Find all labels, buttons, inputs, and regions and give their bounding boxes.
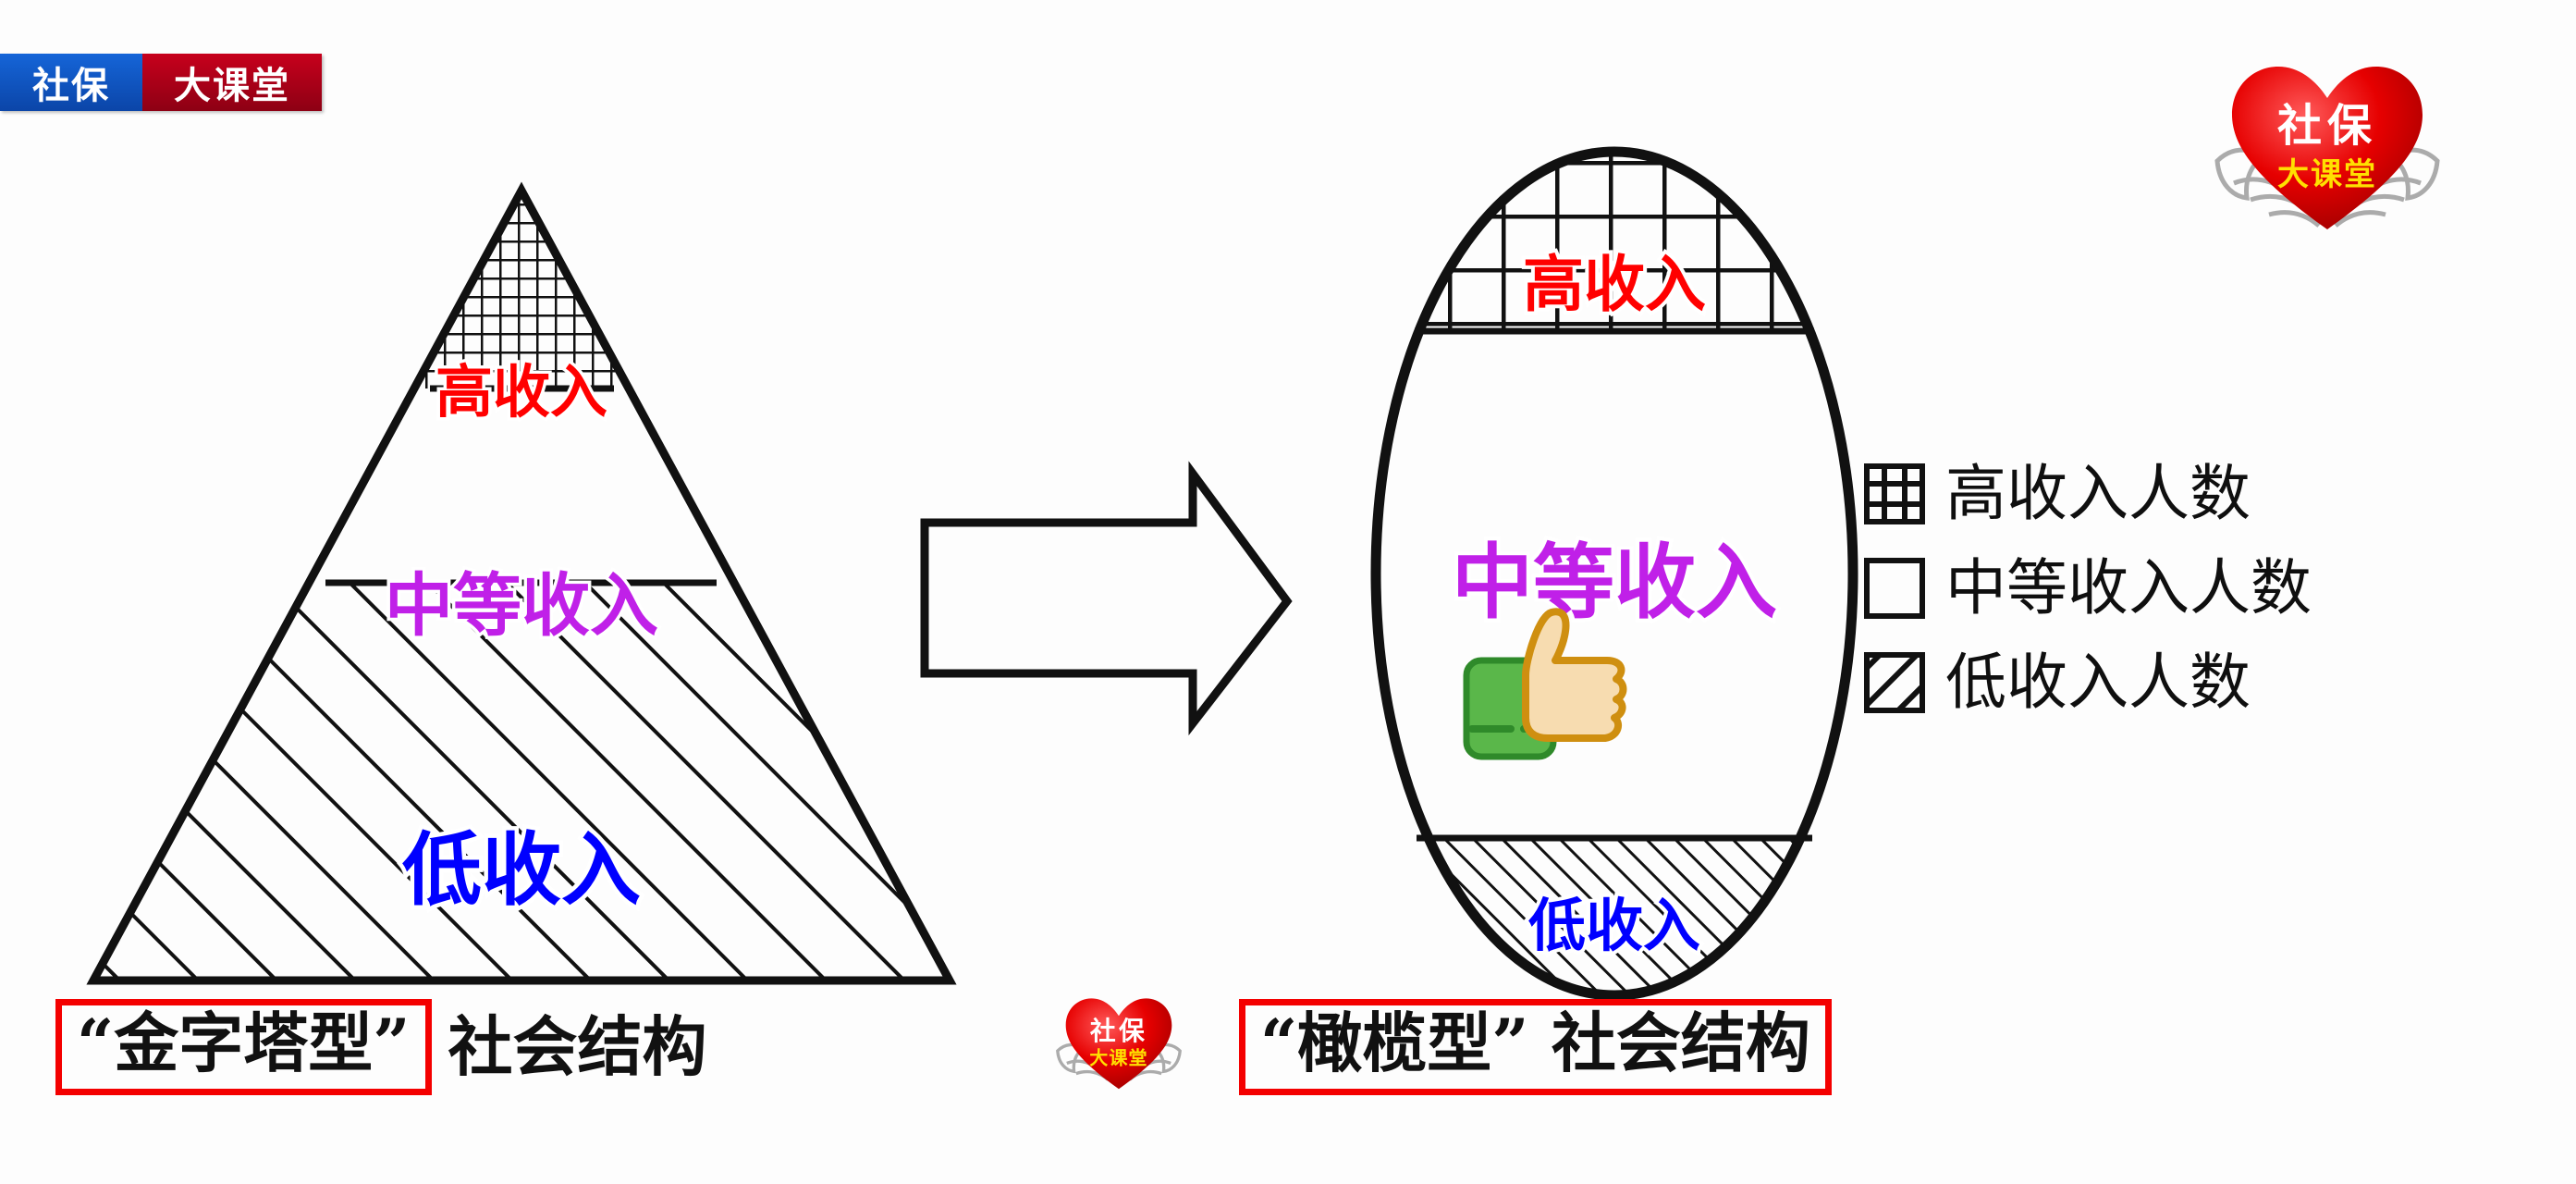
legend-item-high-income: 高收入人数 [1864, 450, 2312, 538]
blank-swatch-icon [1864, 558, 1925, 619]
olive-outline [1370, 146, 1858, 1001]
heart-shape-small [1065, 998, 1172, 1090]
heart-logo-small-bottom-text: 大课堂 [1089, 1047, 1147, 1069]
olive-tier-middle [1376, 331, 1853, 838]
caption-pyramid-boxed-term: “金字塔型” [55, 999, 432, 1095]
pyramid-label-middle: 中等收入 [385, 566, 658, 646]
pyramid-outline [86, 181, 957, 985]
pyramid-label-low: 低收入 [402, 824, 641, 917]
legend-item-low-income: 低收入人数 [1864, 638, 2312, 727]
legend: 高收入人数 中等收入人数 低收入人数 [1864, 450, 2312, 727]
heart-logo-top-text: 社保 [2277, 100, 2377, 152]
olive-label-middle: 中等收入 [1452, 535, 1777, 630]
legend-label-middle-income: 中等收入人数 [1945, 552, 2312, 623]
pyramid-label-high: 高收入 [435, 358, 607, 426]
caption-olive-boxed-term: “橄榄型” 社会结构 [1239, 999, 1832, 1095]
caption-pyramid: “金字塔型” 社会结构 [55, 999, 707, 1095]
heart-logo-small-top-text: 社保 [1090, 1016, 1147, 1046]
legend-label-low-income: 低收入人数 [1945, 647, 2251, 718]
heart-logo-main: 社保 大课堂 [2212, 44, 2443, 257]
heart-logo-small: 社保 大课堂 [1054, 986, 1184, 1104]
olive-label-low: 低收入 [1528, 892, 1700, 959]
grid-pattern-swatch-icon [1864, 463, 1925, 524]
diagonal-hatch-swatch-icon [1864, 652, 1925, 713]
caption-olive: “橄榄型” 社会结构 [1239, 999, 1832, 1095]
thumbs-up-icon [1463, 608, 1627, 760]
brand-badge: 社保 大课堂 [0, 54, 322, 111]
heart-logo-bottom-text: 大课堂 [2277, 156, 2377, 193]
legend-label-high-income: 高收入人数 [1945, 458, 2251, 529]
legend-item-middle-income: 中等收入人数 [1864, 544, 2312, 633]
caption-pyramid-rest: 社会结构 [448, 1008, 707, 1085]
brand-badge-right-segment: 大课堂 [142, 54, 322, 111]
transform-arrow-icon [920, 461, 1293, 736]
heart-shape [2232, 67, 2423, 229]
olive-label-high: 高收入 [1523, 249, 1706, 320]
brand-badge-left-segment: 社保 [0, 54, 142, 111]
